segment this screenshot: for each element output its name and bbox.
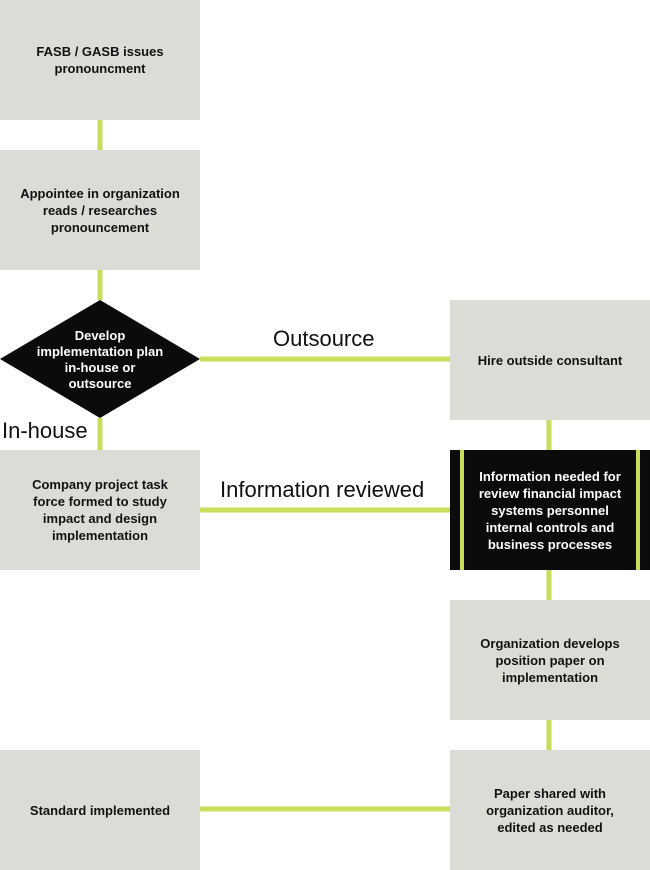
node-position-paper-label: Organization develops position paper on … [480,635,620,685]
info-right-accent-bar [636,450,640,570]
node-standard-implemented-label: Standard implemented [29,802,171,818]
edge-label-in-house: In-house [2,418,88,443]
node-appointee-reads: Appointee in organization reads / resear… [0,150,200,270]
node-information-needed: Information needed for review financial … [450,450,650,570]
node-fasb-issues-label: FASB / GASB issues pronouncment [36,44,164,76]
decision-label: Develop implementation plan in-house or … [36,328,164,391]
node-information-needed-label: Information needed for review financial … [478,468,622,552]
edge-label-information-reviewed: Information reviewed [220,477,425,502]
info-left-accent-bar [460,450,464,570]
node-task-force: Company project task force formed to stu… [0,450,200,570]
node-task-force-label: Company project task force formed to stu… [32,477,168,543]
node-hire-consultant: Hire outside consultant [450,300,650,420]
decision-diamond [0,300,200,418]
node-paper-shared-label: Paper shared with organization auditor, … [486,785,614,835]
node-position-paper: Organization develops position paper on … [450,600,650,720]
node-paper-shared: Paper shared with organization auditor, … [450,750,650,870]
node-hire-consultant-label: Hire outside consultant [477,352,623,368]
node-fasb-issues: FASB / GASB issues pronouncment [0,0,200,120]
node-standard-implemented: Standard implemented [0,750,200,870]
node-appointee-reads-label: Appointee in organization reads / resear… [20,185,180,235]
edge-label-outsource: Outsource [273,326,375,351]
